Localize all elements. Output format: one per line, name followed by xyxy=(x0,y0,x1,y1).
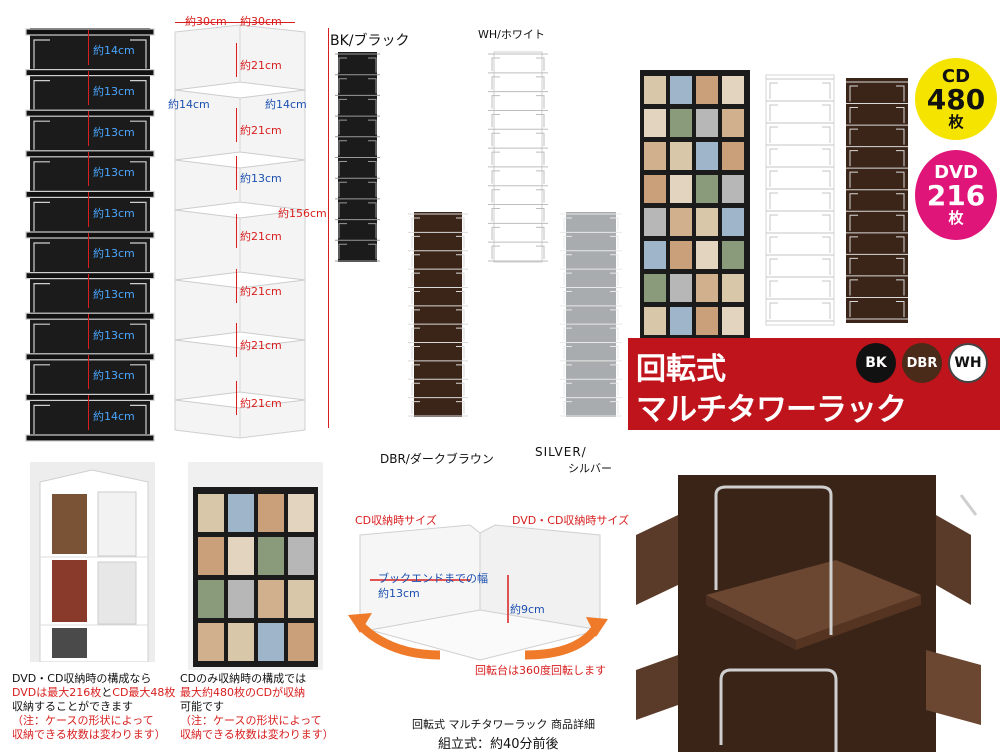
caption-cd-only-line2: 最大約480枚のCDが収納 xyxy=(180,686,306,699)
dvd-cd-config-photo xyxy=(30,462,155,662)
color-label-silver-2: シルバー xyxy=(568,462,612,475)
color-label-silver-1: SILVER/ xyxy=(535,445,587,459)
caption-dvd-cd-line1: DVD・CD収納時の構成なら xyxy=(12,672,152,685)
chip-bk: BK xyxy=(856,343,896,383)
white-tower-height-label: 約21cm xyxy=(240,285,282,298)
caption-cd-only-note2: 収納できる枚数は変わります） xyxy=(180,728,334,741)
banner-line-2: マルチタワーラック xyxy=(636,392,907,428)
black-tower-height-label: 約13cm xyxy=(93,369,135,383)
color-label-black: BK/ブラック xyxy=(330,33,410,49)
black-tower-height-label: 約13cm xyxy=(93,84,135,98)
dvd-capacity-badge: DVD 216 枚 xyxy=(915,150,997,240)
cd-capacity-badge: CD 480 枚 xyxy=(915,58,997,140)
product-detail-title: 回転式 マルチタワーラック 商品詳細 xyxy=(412,718,595,731)
cd-badge-count: 480 xyxy=(926,83,986,116)
black-tower-dimensions-panel xyxy=(20,20,160,450)
bookend-width-value: 約13cm xyxy=(378,587,420,600)
caption-dvd-cd-note1: （注：ケースの形状によって xyxy=(12,714,154,727)
shelf-closeup-photo xyxy=(636,475,1001,752)
black-tower-height-arrow xyxy=(88,273,89,309)
white-tower-illustration xyxy=(174,24,306,439)
caption-cd-only-line3: 可能です xyxy=(180,700,224,713)
black-tower-height-label: 約13cm xyxy=(93,287,135,301)
cd-only-config-photo xyxy=(188,462,323,670)
dark-brown-variant-tower xyxy=(408,210,468,420)
white-tower-top-width-arrow xyxy=(175,22,295,23)
product-hero-panel: 回転式 マルチタワーラック BK DBR WH xyxy=(628,60,1000,430)
black-tower-height-arrow xyxy=(88,30,89,65)
black-tower-illustration xyxy=(25,28,155,442)
black-tower-height-label: 約14cm xyxy=(93,44,135,58)
dvd-badge-count: 216 xyxy=(926,179,986,212)
black-tower-height-label: 約13cm xyxy=(93,166,135,180)
black-tower-height-label: 約13cm xyxy=(93,125,135,139)
chip-wh: WH xyxy=(948,343,988,383)
white-tower-height-arrow xyxy=(236,156,237,190)
black-tower-height-label: 約13cm xyxy=(93,328,135,342)
caption-cd-max: CD最大48枚 xyxy=(112,686,176,699)
black-tower-height-arrow xyxy=(88,354,89,390)
caption-dvd-cd-note2: 収納できる枚数は変わります） xyxy=(12,728,166,741)
white-tower-height-label: 約13cm xyxy=(240,172,282,185)
height-value: 約9cm xyxy=(510,603,545,616)
black-tower-height-arrow xyxy=(88,395,89,430)
caption-cd-only-config: CDのみ収納時の構成では 最大約480枚のCDが収納 可能です （注：ケースの形… xyxy=(180,672,334,742)
white-tower-height-arrow xyxy=(236,108,237,142)
black-tower-height-label: 約13cm xyxy=(93,247,135,261)
cd-badge-label: CD xyxy=(941,66,971,87)
white-tower-height-label: 約21cm xyxy=(240,339,282,352)
caption-cd-only-note1: （注：ケースの形状によって xyxy=(180,714,322,727)
white-variant-tower xyxy=(488,50,548,265)
banner-line-1: 回転式 xyxy=(636,352,726,387)
caption-dvd-cd-config: DVD・CD収納時の構成なら DVDは最大216枚とCD最大48枚 収納すること… xyxy=(12,672,175,742)
chip-dbr: DBR xyxy=(902,343,942,383)
caption-dvd-max: DVDは最大216枚 xyxy=(12,686,102,699)
cd-size-label: CD収納時サイズ xyxy=(355,514,437,527)
black-tower-height-arrow xyxy=(88,151,89,187)
white-tower-top-width-left: 約30cm xyxy=(185,15,227,28)
bookend-width-label: ブックエンドまでの幅 xyxy=(378,572,488,585)
black-variant-tower xyxy=(335,50,380,265)
white-tower-dimensions-panel xyxy=(170,20,310,440)
cd-badge-unit: 枚 xyxy=(948,113,964,131)
silver-variant-tower xyxy=(560,210,622,420)
black-tower-height-label: 約13cm xyxy=(93,206,135,220)
dvd-badge-label: DVD xyxy=(934,162,978,183)
white-tower-height-arrow xyxy=(236,214,237,248)
white-tower-side-width-left: 約14cm xyxy=(168,98,210,111)
caption-and: と xyxy=(101,686,113,699)
dvd-badge-unit: 枚 xyxy=(948,209,964,227)
caption-cd-only-line1: CDのみ収納時の構成では xyxy=(180,672,307,685)
white-tower-top-width-right: 約30cm xyxy=(240,15,282,28)
black-tower-height-arrow xyxy=(88,111,89,146)
white-tower-height-label: 約21cm xyxy=(240,59,282,72)
black-tower-height-arrow xyxy=(88,192,89,227)
caption-dvd-cd-line3: 収納することができます xyxy=(12,700,133,713)
dvd-cd-size-label: DVD・CD収納時サイズ xyxy=(512,514,630,527)
black-tower-height-arrow xyxy=(88,233,89,268)
black-tower-height-arrow xyxy=(88,314,89,349)
color-label-dark-brown: DBR/ダークブラウン xyxy=(380,452,494,466)
white-tower-side-width-right: 約14cm xyxy=(265,98,307,111)
rotation-diagram: CD収納時サイズ DVD・CD収納時サイズ ブックエンドまでの幅 約13cm 約… xyxy=(330,505,630,680)
white-tower-height-arrow xyxy=(236,323,237,357)
white-tower-height-label: 約21cm xyxy=(240,397,282,410)
white-tower-height-arrow xyxy=(236,381,237,415)
rotation-note: 回転台は360度回転します xyxy=(475,664,606,677)
white-tower-height-label: 約21cm xyxy=(240,230,282,243)
assembly-time: 組立式：約40分前後 xyxy=(438,737,559,752)
white-tower-height-arrow xyxy=(236,269,237,303)
white-tower-total-height-label: 約156cm xyxy=(278,207,327,220)
color-label-white: WH/ホワイト xyxy=(478,28,545,41)
black-tower-height-label: 約14cm xyxy=(93,409,135,423)
white-tower-height-label: 約21cm xyxy=(240,124,282,137)
black-tower-height-arrow xyxy=(88,70,89,106)
white-tower-height-arrow xyxy=(236,43,237,77)
